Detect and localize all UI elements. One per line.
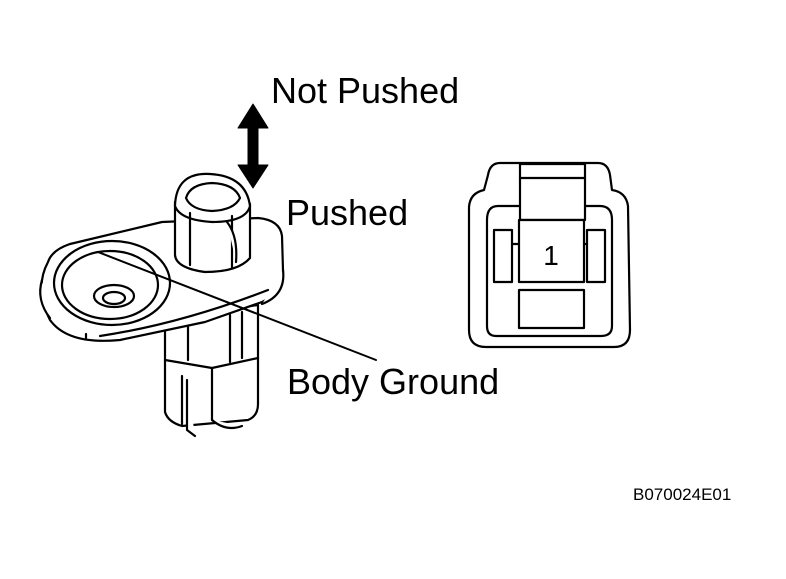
- connector-face: [467, 161, 632, 349]
- body-ground-label: Body Ground: [287, 361, 500, 402]
- pushed-label: Pushed: [286, 192, 409, 233]
- switch-body: [163, 303, 260, 438]
- movement-arrow-icon: [237, 103, 269, 189]
- mounting-flange: [39, 216, 285, 342]
- not-pushed-label: Not Pushed: [271, 70, 460, 111]
- connector-terminal-number: 1: [543, 240, 559, 271]
- plunger-pin: [173, 172, 252, 274]
- body-ground-leader-line: [97, 251, 377, 361]
- figure-code: B070024E01: [633, 485, 732, 504]
